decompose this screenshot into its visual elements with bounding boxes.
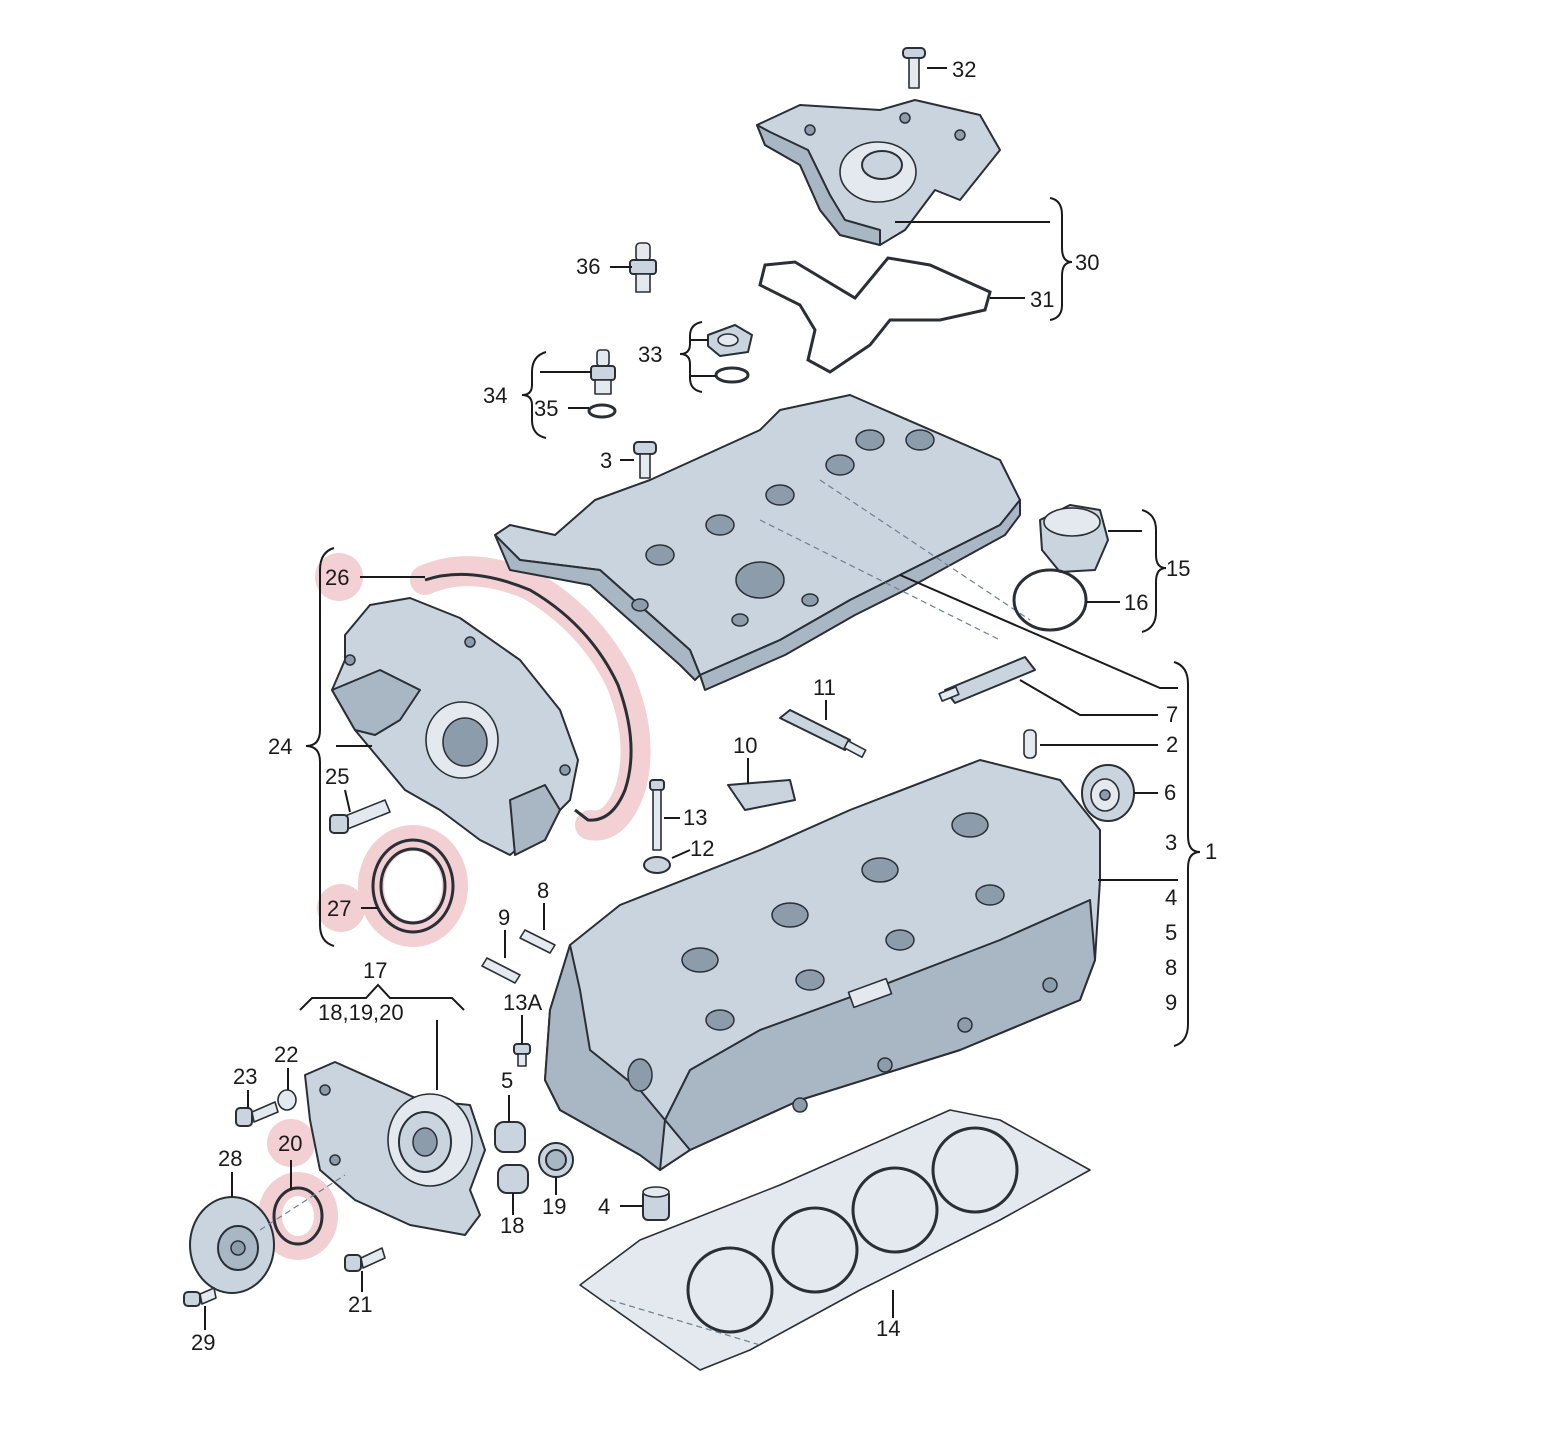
bolt-29	[183, 1287, 217, 1307]
label-9-list: 9	[1165, 990, 1177, 1015]
label-4-list: 4	[1165, 885, 1177, 910]
valve-7	[938, 656, 1036, 704]
hub-28	[189, 1174, 346, 1294]
label-15: 15	[1166, 556, 1190, 581]
label-5-list: 5	[1165, 920, 1177, 945]
label-18-19-20: 18,19,20	[318, 1000, 404, 1025]
label-11: 11	[813, 675, 836, 700]
label-5: 5	[501, 1068, 513, 1093]
label-10: 10	[733, 733, 757, 758]
label-2: 2	[1166, 732, 1178, 757]
label-30: 30	[1075, 250, 1099, 275]
braces	[299, 197, 1201, 1047]
label-19: 19	[542, 1194, 566, 1219]
label-12: 12	[690, 836, 714, 861]
label-26: 26	[325, 565, 349, 590]
label-3-list: 3	[1165, 830, 1177, 855]
label-25: 25	[325, 764, 349, 789]
bolt-25	[329, 799, 391, 834]
gasket-31	[758, 256, 992, 374]
injector-11	[779, 709, 867, 759]
label-24: 24	[268, 734, 292, 759]
label-20: 20	[278, 1131, 302, 1156]
oil-filler-cap-15	[1012, 504, 1109, 632]
highlight-badge-20	[267, 1119, 315, 1167]
label-22: 22	[274, 1042, 298, 1067]
label-4: 4	[598, 1194, 610, 1219]
highlight-badge-26	[315, 553, 363, 601]
part-labels: 32 30 31 36 33 34 35 3 15 16 26 24 25 27…	[191, 57, 1217, 1355]
label-34: 34	[483, 383, 507, 408]
label-35: 35	[534, 396, 558, 421]
bolt-3	[633, 441, 657, 479]
label-1: 1	[1205, 839, 1217, 864]
label-8: 8	[537, 878, 549, 903]
highlight-gasket-26	[410, 556, 651, 841]
plug-4	[642, 1186, 670, 1221]
label-31: 31	[1030, 287, 1054, 312]
timing-cover-24	[331, 597, 579, 856]
label-9: 9	[498, 905, 510, 930]
o-ring-20	[272, 1186, 324, 1246]
plug-19	[538, 1142, 574, 1178]
dowel-8	[519, 929, 556, 954]
label-28: 28	[218, 1146, 242, 1171]
highlight-seal-27	[358, 825, 468, 947]
dowel-9	[481, 957, 521, 984]
label-6: 6	[1164, 780, 1176, 805]
bolt-13a	[513, 1043, 531, 1067]
sensor-36	[629, 242, 657, 293]
highlight-badge-27	[317, 884, 365, 932]
plug-18	[497, 1164, 529, 1194]
label-16: 16	[1124, 590, 1148, 615]
gasket-26	[424, 572, 633, 822]
label-3-top: 3	[600, 448, 612, 473]
label-33: 33	[638, 342, 662, 367]
label-14: 14	[876, 1316, 900, 1341]
oil-separator-housing-30	[756, 99, 1001, 246]
label-29: 29	[191, 1330, 215, 1355]
bolt-23	[235, 1101, 279, 1127]
bolt-32	[902, 47, 926, 89]
leader-lines	[204, 67, 1178, 1330]
label-23: 23	[233, 1064, 257, 1089]
pin-2	[1023, 729, 1037, 759]
cylinder-head	[544, 759, 1101, 1171]
bolt-13	[643, 779, 671, 874]
label-32: 32	[952, 57, 976, 82]
cap-33	[707, 324, 753, 384]
highlight-seal-20	[258, 1172, 338, 1260]
plug-5	[494, 1121, 526, 1153]
label-13a: 13A	[503, 990, 542, 1015]
sender-34	[587, 349, 617, 419]
label-8-list: 8	[1165, 955, 1177, 980]
label-13: 13	[683, 805, 707, 830]
camshaft-housing	[494, 394, 1031, 691]
seal-27	[371, 838, 455, 934]
head-gasket-14	[579, 1109, 1091, 1371]
sprocket-6	[1081, 764, 1135, 822]
bolt-21	[344, 1247, 386, 1272]
label-21: 21	[348, 1292, 372, 1317]
label-7: 7	[1166, 702, 1178, 727]
highlight-marks	[258, 553, 651, 1260]
label-36: 36	[576, 254, 600, 279]
label-18: 18	[500, 1213, 524, 1238]
pump-housing-17	[304, 1061, 486, 1236]
label-27: 27	[327, 896, 351, 921]
washer-22	[277, 1089, 297, 1111]
plate-10	[727, 779, 796, 811]
label-17: 17	[363, 958, 387, 983]
